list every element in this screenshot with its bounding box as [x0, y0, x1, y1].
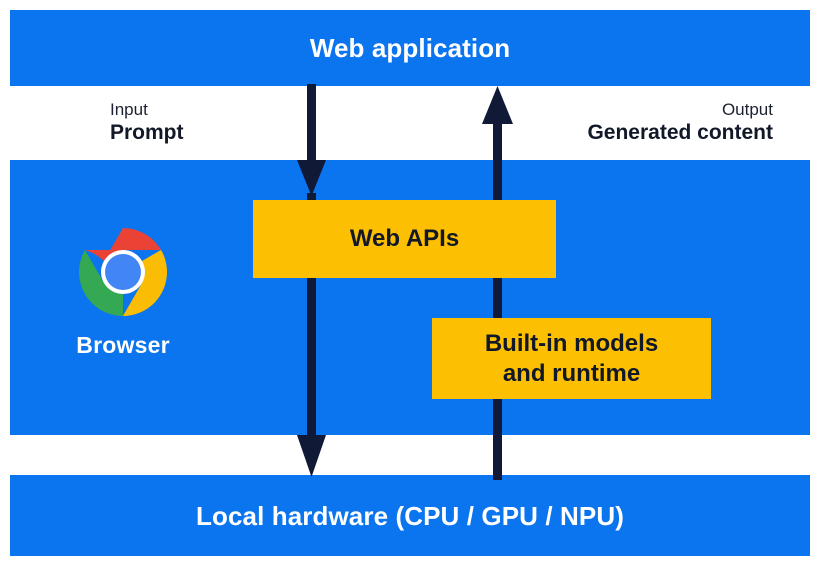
output-label-group: Output Generated content — [587, 100, 773, 146]
browser-group: Browser — [42, 228, 204, 359]
box-web-apis: Web APIs — [253, 200, 556, 278]
band-local-hardware: Local hardware (CPU / GPU / NPU) — [10, 475, 810, 556]
box-builtin-models: Built-in models and runtime — [432, 318, 711, 399]
input-kicker: Input — [110, 100, 148, 119]
builtin-models-label: Built-in models and runtime — [485, 329, 658, 388]
local-hardware-title: Local hardware (CPU / GPU / NPU) — [196, 500, 624, 531]
output-kicker: Output — [721, 100, 773, 119]
builtin-models-line-2: and runtime — [502, 359, 641, 387]
input-label-group: Input Prompt — [110, 100, 184, 146]
web-application-title: Web application — [309, 33, 511, 63]
chrome-logo-icon — [79, 228, 167, 316]
output-value: Generated content — [587, 121, 773, 145]
web-apis-label: Web APIs — [349, 225, 460, 253]
builtin-models-line-1: Built-in models — [484, 330, 659, 358]
input-value: Prompt — [110, 121, 184, 145]
browser-label: Browser — [76, 332, 170, 358]
band-web-application: Web application — [10, 10, 810, 86]
